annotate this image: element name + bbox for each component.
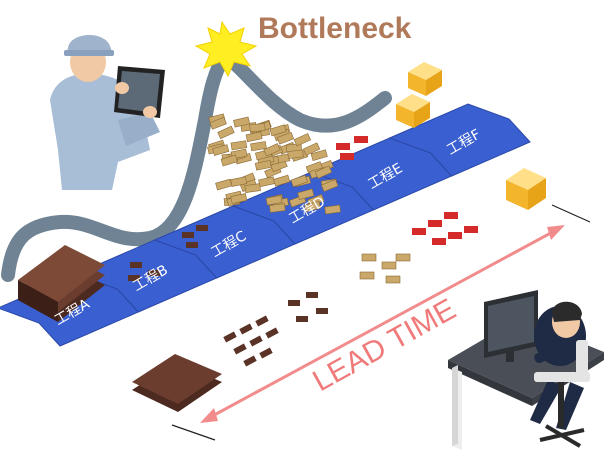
bottleneck-curve — [1, 44, 392, 282]
wip-piece — [212, 144, 230, 156]
wip-piece — [297, 188, 315, 200]
wip-piece — [293, 133, 312, 147]
wip-piece — [215, 178, 233, 191]
wip-piece — [233, 116, 251, 128]
wip-piece — [230, 140, 248, 151]
wip-piece — [244, 183, 261, 193]
package-box-icon — [408, 62, 442, 96]
wip-piece — [304, 200, 321, 213]
wip-piece — [263, 143, 281, 157]
wip-piece — [230, 193, 248, 204]
lead-time-label: LEAD TIME — [307, 293, 461, 398]
wip-piece — [265, 195, 283, 206]
wip-piece — [258, 176, 276, 188]
wip-piece — [287, 149, 304, 159]
wip-piece — [269, 124, 287, 137]
wip-piece — [269, 203, 286, 213]
worker-with-tablet — [50, 34, 165, 190]
wip-piece — [220, 154, 238, 167]
wip-stack-small — [132, 354, 222, 412]
wip-piece — [321, 179, 339, 192]
bottleneck-burst-icon — [194, 20, 258, 78]
wip-piece — [250, 141, 267, 152]
wip-pieces-tan — [359, 253, 411, 284]
wip-grid — [223, 315, 279, 367]
wip-pieces-red — [336, 136, 478, 245]
arrow-end-tick — [551, 204, 591, 223]
wip-pile-bottleneck — [207, 113, 341, 215]
tablet-icon — [114, 66, 165, 118]
wip-piece — [254, 160, 272, 171]
package-box-icon — [506, 168, 546, 210]
wip-piece — [314, 165, 333, 179]
wip-stack-large — [18, 245, 105, 322]
monitor-icon — [484, 290, 538, 362]
wip-piece — [290, 174, 308, 188]
wip-piece — [302, 142, 321, 156]
process-stage-f — [388, 103, 531, 177]
wip-piece — [209, 116, 227, 130]
office-worker-at-computer — [448, 290, 604, 450]
wip-piece — [245, 131, 263, 143]
lead-time-arrow — [200, 225, 565, 423]
package-box-icon — [396, 94, 430, 128]
wip-piece — [273, 174, 291, 187]
wip-piece — [276, 131, 295, 145]
wip-piece — [310, 149, 328, 161]
wip-piece — [249, 123, 266, 133]
wip-piece — [324, 204, 341, 215]
arrow-end-tick — [171, 424, 216, 441]
wip-pieces-dark — [128, 225, 328, 322]
wip-piece — [217, 125, 235, 140]
diagram-title: Bottleneck — [258, 12, 412, 45]
